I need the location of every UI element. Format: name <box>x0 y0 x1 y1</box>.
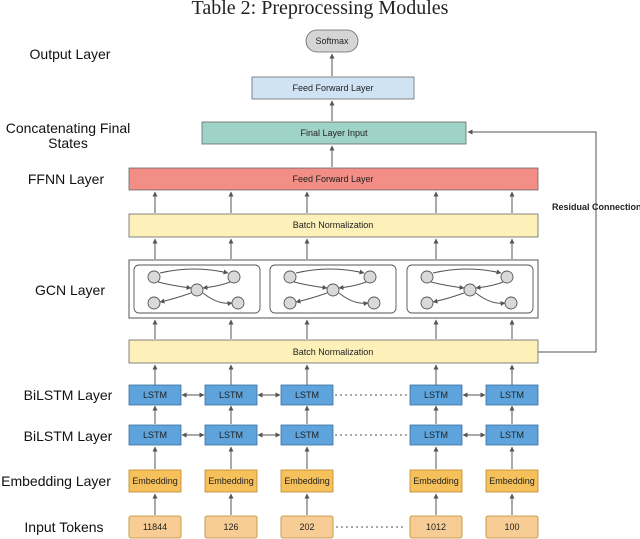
token-2-label: 126 <box>223 522 238 532</box>
lstm-bottom-5-box <box>485 424 539 446</box>
label-bilstm-layer-bottom: BiLSTM Layer <box>24 428 113 444</box>
gcn-3-node-e <box>504 296 518 310</box>
gcn-1-edge-c-e <box>202 292 233 307</box>
batch-norm-bottom-label: Batch Normalization <box>293 347 374 357</box>
gcn-2-edge-a-c <box>293 281 328 290</box>
label-output-layer: Output Layer <box>30 46 111 62</box>
token-3-box <box>280 515 334 539</box>
token-5-box <box>485 515 539 539</box>
gcn-2-node-a <box>283 270 297 284</box>
gcn-2-node-c <box>326 283 340 297</box>
label-embedding-layer: Embedding Layer <box>1 473 111 489</box>
feed-forward-top-label: Feed Forward Layer <box>292 83 373 93</box>
gcn-2-edge-c-d <box>295 292 328 304</box>
gcn-1-node-d <box>147 296 161 310</box>
lstm-top-1-box <box>128 384 182 406</box>
lstm-top-4-label: LSTM <box>424 390 448 400</box>
gcn-3-node-c <box>463 283 477 297</box>
gcn-1-node-e <box>231 296 245 310</box>
label-concatenating-line2: States <box>48 135 88 151</box>
label-bilstm-layer-top: BiLSTM Layer <box>24 387 113 403</box>
batch-norm-top-label: Batch Normalization <box>293 220 374 230</box>
gcn-3-edge-b-c <box>475 281 504 290</box>
gcn-2-node-e <box>367 296 381 310</box>
feed-forward-ffnn-label: Feed Forward Layer <box>292 174 373 184</box>
gcn-2-edge-b-c <box>338 281 367 290</box>
token-5-label: 100 <box>504 522 519 532</box>
gcn-1-edge-top <box>159 268 229 275</box>
token-3-label: 202 <box>299 522 314 532</box>
gcn-1-edge-a-c <box>157 281 192 290</box>
gcn-3-edge-a-c <box>430 281 465 290</box>
lstm-bottom-2-box <box>204 424 258 446</box>
token-4-label: 1012 <box>426 522 446 532</box>
gcn-3-edge-top <box>432 268 502 275</box>
token-1-box <box>128 515 182 539</box>
gcn-1-node-c <box>190 283 204 297</box>
final-layer-input-label: Final Layer Input <box>300 128 368 138</box>
lstm-top-2-label: LSTM <box>219 390 243 400</box>
lstm-top-3-label: LSTM <box>295 390 319 400</box>
residual-connection-label: Residual Connection <box>552 202 640 212</box>
gcn-1-node-a <box>147 270 161 284</box>
gcn-3-node-b <box>500 270 514 284</box>
batch-norm-top-box <box>128 213 539 238</box>
lstm-bottom-1-box <box>128 424 182 446</box>
lstm-bottom-1-label: LSTM <box>143 430 167 440</box>
lstm-bottom-5-label: LSTM <box>500 430 524 440</box>
gcn-2-node-b <box>363 270 377 284</box>
lstm-top-2-box <box>204 384 258 406</box>
gcn-3-edge-c-d <box>432 292 465 304</box>
label-concatenating-line1: Concatenating Final <box>6 120 131 136</box>
embedding-3-label: Embedding <box>284 476 330 486</box>
lstm-bottom-2-label: LSTM <box>219 430 243 440</box>
lstm-top-4-box <box>409 384 463 406</box>
feed-forward-ffnn-box <box>128 167 539 191</box>
embedding-2-box <box>204 469 258 493</box>
gcn-1-edge-c-d <box>159 292 192 304</box>
residual-connection-line <box>467 129 597 353</box>
label-input-tokens: Input Tokens <box>24 519 103 535</box>
label-gcn-layer: GCN Layer <box>35 282 105 298</box>
label-ffnn-layer: FFNN Layer <box>28 171 105 187</box>
gcn-3-edge-c-e <box>475 292 506 307</box>
lstm-top-5-label: LSTM <box>500 390 524 400</box>
feed-forward-top-box <box>251 76 415 100</box>
token-1-label: 11844 <box>143 522 167 532</box>
gcn-2-edge-c-e <box>338 292 369 307</box>
embedding-1-label: Embedding <box>132 476 178 486</box>
gcn-3-node-d <box>420 296 434 310</box>
lstm-top-5-box <box>485 384 539 406</box>
token-2-box <box>204 515 258 539</box>
lstm-bottom-3-box <box>280 424 334 446</box>
embedding-1-box <box>128 469 182 493</box>
embedding-5-box <box>485 469 539 493</box>
lstm-top-1-label: LSTM <box>143 390 167 400</box>
gcn-1-node-b <box>227 270 241 284</box>
softmax-box <box>305 29 359 53</box>
lstm-bottom-4-label: LSTM <box>424 430 448 440</box>
lstm-top-3-box <box>280 384 334 406</box>
embedding-4-box <box>409 469 463 493</box>
gcn-1-edge-b-c <box>202 281 231 290</box>
embedding-3-box <box>280 469 334 493</box>
lstm-bottom-4-box <box>409 424 463 446</box>
embedding-2-label: Embedding <box>208 476 254 486</box>
figure-title: Table 2: Preprocessing Modules <box>192 0 449 19</box>
gcn-2-node-d <box>283 296 297 310</box>
final-layer-input-box <box>201 121 467 145</box>
gcn-2-edge-top <box>295 268 365 275</box>
lstm-bottom-3-label: LSTM <box>295 430 319 440</box>
softmax-label: Softmax <box>315 36 349 46</box>
gcn-3-node-a <box>420 270 434 284</box>
token-4-box <box>409 515 463 539</box>
embedding-4-label: Embedding <box>413 476 459 486</box>
embedding-5-label: Embedding <box>489 476 535 486</box>
